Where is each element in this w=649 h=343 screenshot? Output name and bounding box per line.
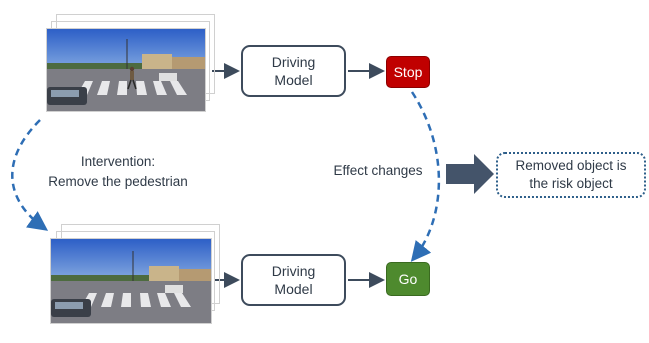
intervention-dashed-arrow [11,119,49,231]
stop-outcome-box: Stop [386,56,430,88]
street-scene-without-pedestrian [51,239,211,323]
big-right-arrow-icon [446,154,494,194]
effect-changes-label: Effect changes [333,163,423,178]
street-scene-with-pedestrian [47,29,205,111]
risk-object-result-box: Removed object is the risk object [496,152,646,198]
pedestrian-figure [127,66,137,90]
image-frame-front [46,28,206,112]
image-frame-front [50,238,212,324]
driving-model-box-top: Driving Model [241,45,346,97]
intervention-label: Intervention: Remove the pedestrian [48,154,188,189]
driving-model-box-bottom: Driving Model [241,254,346,306]
effect-dashed-arrow [410,91,441,262]
go-outcome-box: Go [386,262,430,296]
